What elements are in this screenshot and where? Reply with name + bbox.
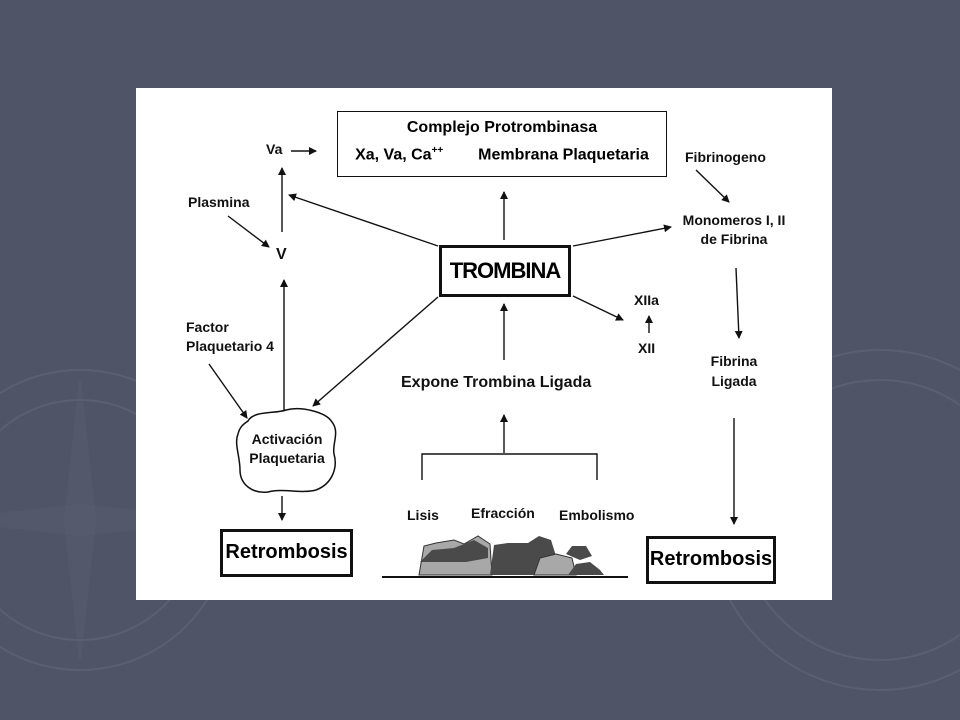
factor-label-line1: Factor bbox=[186, 319, 229, 335]
arrow-trombina-to-monomeros bbox=[572, 224, 672, 247]
vessel-plaque-illustration bbox=[382, 535, 628, 578]
arrow-monomeros-to-fibrina bbox=[734, 267, 743, 339]
diagram-panel: Complejo Protrombinasa Xa, Va, Ca++ Memb… bbox=[136, 88, 832, 600]
complejo-protrombinasa-box: Complejo Protrombinasa Xa, Va, Ca++ Memb… bbox=[337, 111, 667, 177]
fibrina-label-line2: Ligada bbox=[711, 373, 757, 389]
causes-bracket bbox=[421, 453, 598, 480]
fibrinogeno-label: Fibrinogeno bbox=[685, 149, 766, 165]
activacion-cloud bbox=[235, 408, 337, 493]
xii-label: XII bbox=[638, 340, 656, 356]
plasmina-label: Plasmina bbox=[188, 194, 250, 210]
xiia-label: XIIa bbox=[634, 292, 659, 308]
arrow-trombina-to-activacion bbox=[312, 296, 439, 407]
monomeros-label-line1: Monomeros I, II bbox=[682, 212, 786, 228]
complejo-composition: Xa, Va, Ca++ Membrana Plaquetaria bbox=[338, 139, 666, 167]
complejo-calcium-charge: ++ bbox=[431, 145, 444, 156]
arrow-factor-to-activacion bbox=[208, 363, 248, 419]
activacion-label-line1: Activación bbox=[251, 431, 323, 447]
activacion-label-line2: Plaquetaria bbox=[249, 450, 325, 466]
monomeros-label-line2: de Fibrina bbox=[700, 231, 768, 247]
lisis-label: Lisis bbox=[407, 507, 439, 523]
trombina-box: TROMBINA bbox=[439, 245, 571, 297]
complejo-membrane: Membrana Plaquetaria bbox=[478, 146, 649, 164]
va-label: Va bbox=[266, 141, 283, 157]
complejo-title: Complejo Protrombinasa bbox=[406, 119, 598, 136]
complejo-factors: Xa, Va, Ca bbox=[355, 146, 432, 164]
diagram-connectors bbox=[208, 147, 743, 578]
embolismo-label: Embolismo bbox=[559, 507, 635, 523]
arrow-trombina-to-v bbox=[288, 193, 439, 247]
efraccion-label: Efracción bbox=[471, 505, 535, 521]
retrombosis-right-box: Retrombosis bbox=[646, 536, 776, 584]
arrow-trombina-to-xiia bbox=[572, 295, 624, 321]
retrombosis-left-box: Retrombosis bbox=[220, 529, 353, 577]
expone-label: Expone Trombina Ligada bbox=[401, 374, 592, 391]
v-label: V bbox=[276, 246, 287, 263]
fibrina-label-line1: Fibrina bbox=[710, 353, 758, 369]
compass-watermark bbox=[0, 349, 960, 691]
arrow-plasmina-to-v bbox=[227, 215, 270, 248]
arrow-fibrinogeno-to-monomeros bbox=[695, 169, 730, 203]
factor-label-line2: Plaquetario 4 bbox=[186, 338, 274, 354]
